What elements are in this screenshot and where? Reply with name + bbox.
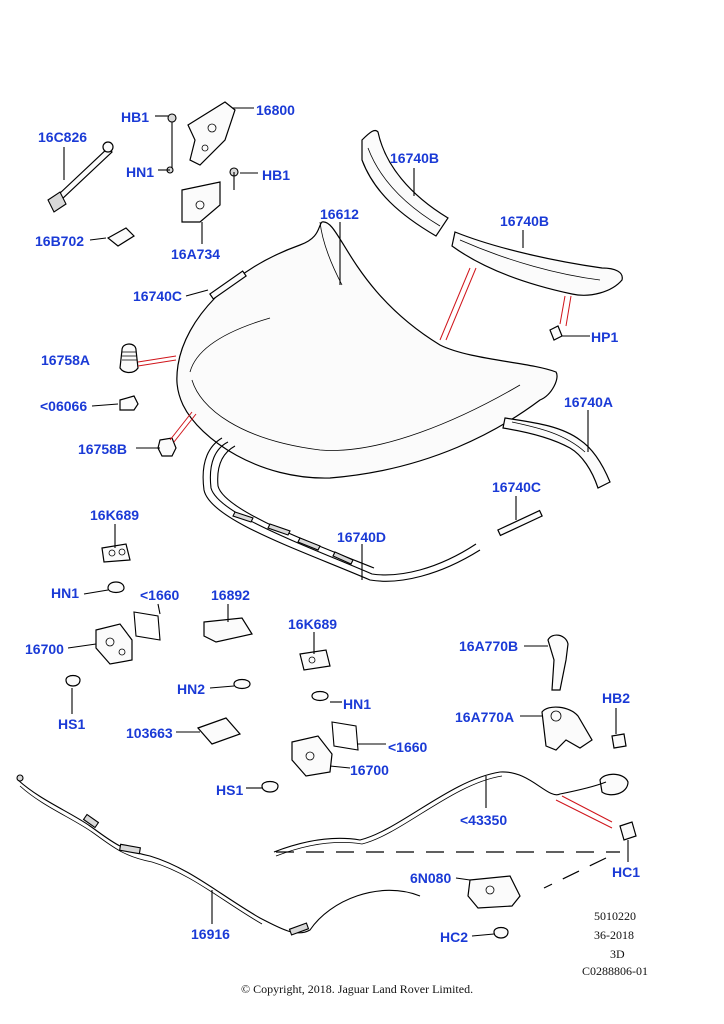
bump-stop-16758A: [119, 343, 139, 374]
cowl-seal-16740B-right: [451, 231, 623, 296]
screw-HS1-center: [261, 780, 279, 793]
latch-16700-left: [95, 611, 161, 665]
part-06066: [119, 395, 139, 411]
label-16758A: 16758A: [41, 352, 90, 368]
label-16700-center: 16700: [350, 762, 389, 778]
latch-6N080: [467, 875, 521, 909]
clip-HC1: [619, 821, 637, 841]
red-leaders: [137, 267, 613, 829]
label-16K689-left: 16K689: [90, 507, 139, 523]
label-16612: 16612: [320, 206, 359, 222]
cable-16916: [16, 774, 421, 936]
label-103663: 103663: [126, 725, 173, 741]
label-HN1-left: HN1: [51, 585, 79, 601]
label-1660-center: <1660: [388, 739, 428, 755]
hood-seal-16740D: [202, 437, 481, 582]
callout-labels: 16C826 HB1 16800 HN1 HB1 16B702 16A734 1…: [25, 102, 640, 945]
handle-16A770B: [547, 634, 569, 691]
code-line-4: C0288806-01: [582, 964, 648, 978]
label-16740A: 16740A: [564, 394, 613, 410]
label-16892: 16892: [211, 587, 250, 603]
copyright: © Copyright, 2018. Jaguar Land Rover Lim…: [241, 982, 473, 996]
clip-HC2: [493, 926, 509, 939]
clip-16B702: [106, 227, 135, 247]
handle-16A770A: [541, 706, 593, 751]
label-16A734: 16A734: [171, 246, 220, 262]
side-seal-16740A: [502, 417, 611, 489]
bracket-16892: [203, 617, 253, 643]
label-16A770B: 16A770B: [459, 638, 518, 654]
label-16740B-left: 16740B: [390, 150, 439, 166]
label-43350: <43350: [460, 812, 507, 828]
label-16A770A: 16A770A: [455, 709, 514, 725]
nut-HN2: [233, 678, 251, 690]
label-HN1-top: HN1: [126, 164, 154, 180]
label-16B702: 16B702: [35, 233, 84, 249]
label-16916: 16916: [191, 926, 230, 942]
label-1660-left: <1660: [140, 587, 180, 603]
diagram-codes: 5010220 36-2018 3D C0288806-01: [582, 909, 648, 978]
label-16740B-right: 16740B: [500, 213, 549, 229]
label-HB1-mid: HB1: [262, 167, 290, 183]
strip-16740C-bottom: [497, 509, 543, 537]
label-16758B: 16758B: [78, 441, 127, 457]
label-6N080: 6N080: [410, 870, 451, 886]
label-HN2: HN2: [177, 681, 205, 697]
label-16K689-center: 16K689: [288, 616, 337, 632]
strip-16740C-top: [209, 270, 247, 300]
latch-16700-center: [291, 721, 359, 777]
label-16740D: 16740D: [337, 529, 386, 545]
part-103663: [196, 717, 242, 745]
label-HP1: HP1: [591, 329, 618, 345]
bolt-HB2: [611, 733, 627, 749]
release-cable-43350: [273, 771, 607, 853]
label-16740C-bottom: 16740C: [492, 479, 541, 495]
routing-dash-diag: [543, 857, 607, 889]
release-handle: [599, 773, 629, 796]
label-16C826: 16C826: [38, 129, 87, 145]
gas-strut-16C826: [47, 141, 114, 213]
label-HB2: HB2: [602, 690, 630, 706]
screw-HS1-left: [65, 674, 81, 687]
hood-panel: [176, 221, 558, 479]
leader-lines: [63, 107, 629, 937]
hinge-16800: [166, 101, 236, 174]
cowl-seal-16740B-left: [361, 129, 449, 237]
code-line-2: 36-2018: [594, 928, 634, 942]
label-HN1-center: HN1: [343, 696, 371, 712]
hinge-16A734: [181, 167, 239, 223]
label-HB1-top: HB1: [121, 109, 149, 125]
label-06066: <06066: [40, 398, 87, 414]
nut-HN1-center: [311, 690, 329, 702]
label-16800: 16800: [256, 102, 295, 118]
label-16700-left: 16700: [25, 641, 64, 657]
label-16740C-top: 16740C: [133, 288, 182, 304]
nut-HN1-left: [107, 581, 125, 594]
label-HS1-center: HS1: [216, 782, 243, 798]
label-HC1: HC1: [612, 864, 640, 880]
code-line-1: 5010220: [594, 909, 636, 923]
code-line-3: 3D: [610, 947, 625, 961]
striker-16K689-left: [101, 543, 131, 563]
label-HC2: HC2: [440, 929, 468, 945]
label-HS1-left: HS1: [58, 716, 85, 732]
pin-HP1: [549, 325, 563, 341]
striker-16K689-center: [299, 649, 331, 671]
bump-stop-16758B: [157, 437, 177, 457]
